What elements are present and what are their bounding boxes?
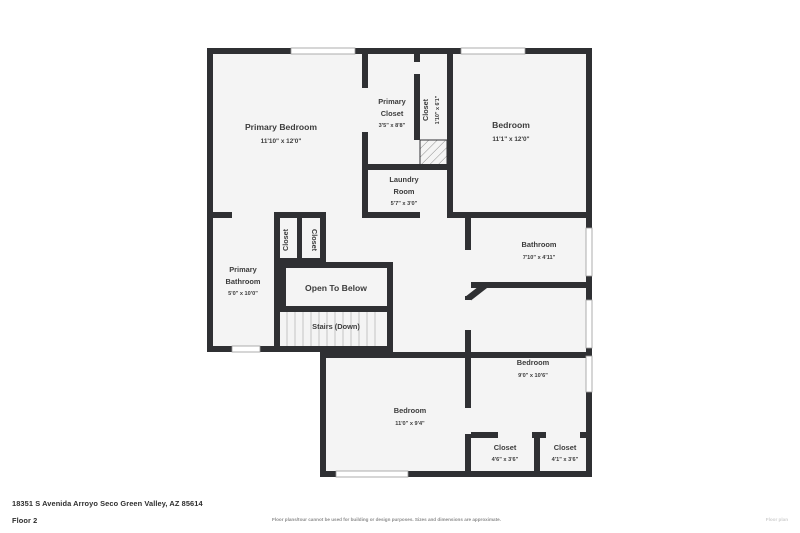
- wall-stairs-right: [387, 306, 393, 352]
- door-gap-closet-a: [498, 432, 532, 438]
- property-address: 18351 S Avenida Arroyo Seco Green Valley…: [12, 499, 203, 508]
- window-bedroom-right: [585, 299, 593, 349]
- label-stairs-down: Stairs (Down): [312, 322, 360, 331]
- room-labels: Primary Bedroom 11'10" x 12'0" Primary C…: [226, 95, 579, 463]
- wall-middle-left-exterior: [207, 218, 213, 352]
- window-bedroom-top-right: [460, 47, 526, 55]
- label-bedroom-right-name: Bedroom: [517, 358, 550, 367]
- label-closet-upper-dim: 1'10" x 6'1": [435, 95, 441, 124]
- label-closet-bottom-b-name: Closet: [554, 443, 577, 452]
- wall-upper-middle-divider-right: [465, 212, 592, 218]
- openings: [231, 47, 593, 478]
- door-gap-bathroom: [465, 250, 471, 284]
- wall-mid-closet-bottom: [274, 258, 326, 263]
- label-bedroom-bottom-dim: 11'0" x 9'4": [395, 421, 425, 427]
- label-bedroom-bottom-name: Bedroom: [394, 406, 427, 415]
- wall-open-below-left: [280, 262, 286, 312]
- door-gap-primary-closet: [362, 88, 368, 132]
- wall-upper-left-exterior: [207, 48, 213, 218]
- wall-primary-bath-right-upper: [274, 218, 280, 262]
- wall-upper-right-exterior: [586, 48, 592, 218]
- label-closet-bottom-a-dim: 4'6" x 3'6": [492, 457, 519, 463]
- label-bathroom-right-name: Bathroom: [522, 240, 557, 249]
- door-gap-closet-b: [546, 432, 580, 438]
- label-bathroom-right-dim: 7'10" x 4'11": [523, 255, 556, 261]
- wall-lower-right-exterior: [586, 352, 592, 477]
- door-gap-laundry: [420, 212, 447, 218]
- label-primary-bedroom-dim: 11'10" x 12'0": [261, 138, 302, 145]
- door-gap-hall-upper: [326, 212, 362, 218]
- label-primary-closet-name1: Primary: [378, 97, 406, 106]
- label-bedroom-right-dim: 9'0" x 10'6": [518, 373, 548, 379]
- wall-mid-closet-right: [320, 218, 326, 262]
- label-laundry-name2: Room: [394, 187, 415, 196]
- window-bedroom-bottom: [335, 470, 409, 478]
- label-closet-mid-a: Closet: [281, 228, 290, 251]
- label-closet-mid-b: Closet: [310, 229, 319, 252]
- label-closet-bottom-b-dim: 4'1" x 3'6": [552, 457, 579, 463]
- wall-top-exterior: [207, 48, 592, 54]
- wall-laundry-right: [447, 168, 453, 218]
- floor-label: Floor 2: [12, 516, 38, 525]
- wall-upper-closet-right: [447, 54, 453, 168]
- wall-primary-bath-bottom: [207, 346, 320, 352]
- window-bedroom-right-lower: [585, 355, 593, 393]
- utility-hatch-block: [419, 139, 448, 169]
- wall-laundry-top: [362, 164, 420, 170]
- label-open-to-below: Open To Below: [305, 283, 367, 293]
- wall-bathroom-bottom: [471, 282, 592, 288]
- wall-closet-divider-bottom: [534, 438, 540, 471]
- door-gap-bedroom-right: [465, 300, 471, 330]
- wall-mid-closet-divider: [297, 218, 302, 262]
- wall-stairs-bottom: [280, 346, 393, 352]
- window-bathroom-right: [585, 227, 593, 277]
- label-primary-closet-dim: 3'5" x 8'8": [379, 123, 406, 129]
- label-laundry-name1: Laundry: [389, 175, 419, 184]
- room-fills: [207, 48, 592, 477]
- fill-upper-block: [207, 48, 592, 218]
- label-closet-upper-name: Closet: [421, 98, 430, 121]
- label-closet-bottom-a-name: Closet: [494, 443, 517, 452]
- door-gap-primary-bath: [232, 212, 274, 218]
- wall-closet-left-bottom: [465, 438, 471, 471]
- label-laundry-dim: 5'7" x 3'0": [391, 201, 418, 207]
- brand-watermark: Floor plan: [765, 517, 788, 522]
- label-bedroom-top-right-dim: 11'1" x 12'0": [492, 136, 529, 143]
- disclaimer-text: Floor plans/tour cannot be used for buil…: [272, 517, 501, 522]
- label-primary-bathroom-dim: 5'0" x 10'0": [228, 291, 258, 297]
- door-gap-upper-closet: [414, 62, 420, 74]
- fill-lower-block: [320, 352, 592, 477]
- wall-diagonal-segment: [465, 283, 487, 302]
- label-primary-bathroom-name2: Bathroom: [226, 277, 261, 286]
- label-primary-bedroom-name: Primary Bedroom: [245, 122, 317, 132]
- wall-primary-bath-right-lower: [274, 262, 280, 346]
- stair-treads: [286, 312, 376, 352]
- label-bedroom-top-right-name: Bedroom: [492, 120, 530, 130]
- wall-open-below-bottom: [280, 306, 393, 312]
- wall-lower-top-left: [320, 352, 592, 358]
- wall-open-below-right: [387, 262, 393, 312]
- window-primary-bedroom-top: [290, 47, 356, 55]
- wall-primary-closet-right: [414, 54, 420, 140]
- wall-bottom-exterior: [320, 471, 592, 477]
- floor-plan-canvas: Primary Bedroom 11'10" x 12'0" Primary C…: [207, 47, 593, 478]
- footer-bar: 18351 S Avenida Arroyo Seco Green Valley…: [0, 490, 800, 533]
- wall-open-below-top: [280, 262, 393, 268]
- floor-plan-drawing: Primary Bedroom 11'10" x 12'0" Primary C…: [207, 47, 593, 478]
- label-primary-bathroom-name1: Primary: [229, 265, 257, 274]
- wall-lower-left-exterior: [320, 352, 326, 477]
- wall-bathroom-left-upper: [465, 218, 471, 252]
- wall-laundry-right-top: [420, 164, 453, 170]
- label-primary-closet-name2: Closet: [381, 109, 404, 118]
- wall-bedroom-right-left-lower: [465, 352, 471, 435]
- window-primary-bathroom: [231, 345, 261, 353]
- door-gap-closet-bottom: [465, 408, 471, 434]
